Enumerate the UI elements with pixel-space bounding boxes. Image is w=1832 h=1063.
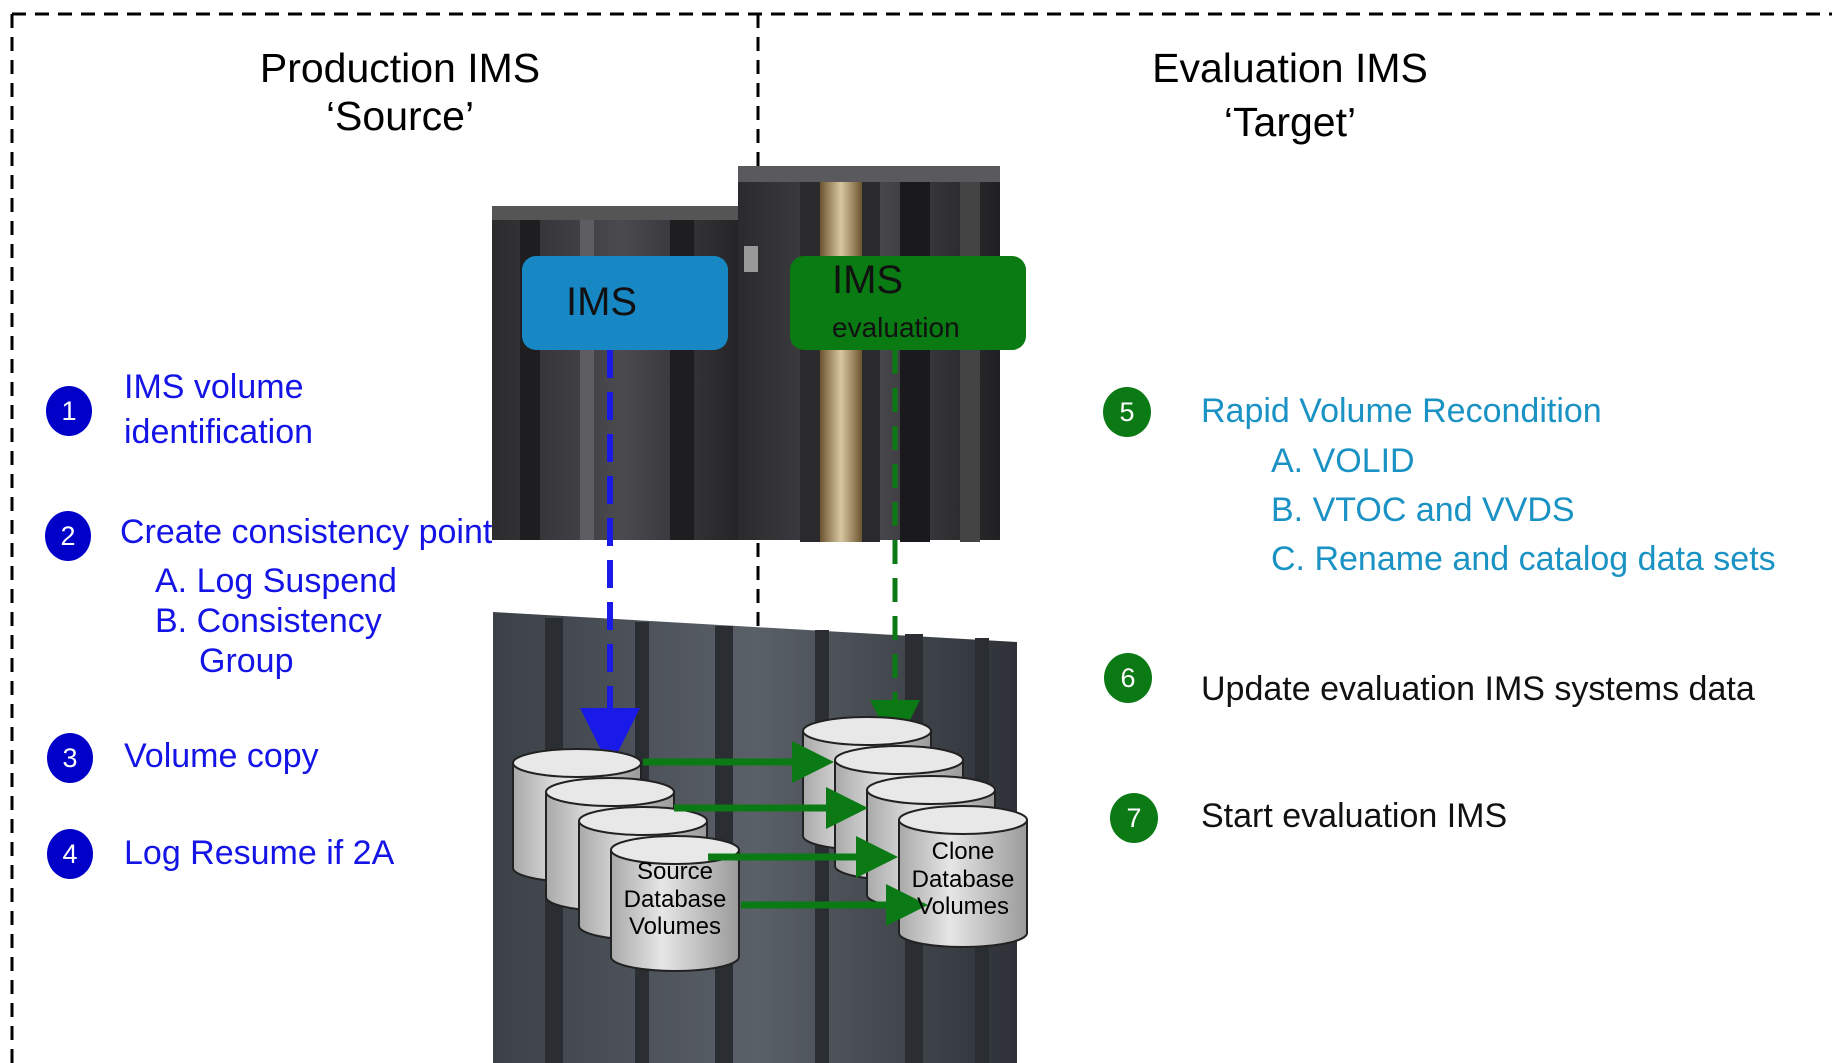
step-7-label: Start evaluation IMS — [1201, 797, 1508, 835]
step-6-badge: 6 — [1104, 653, 1152, 703]
source-heading: Production IMS ‘Source’ — [180, 45, 620, 141]
target-volumes-label: Clone Database Volumes — [911, 838, 1015, 921]
target-subtitle: ‘Target’ — [1223, 98, 1357, 145]
step-2-sub-b-cont: Group — [199, 642, 294, 680]
source-volume-cylinder — [610, 835, 740, 972]
step-2-badge: 2 — [45, 511, 91, 561]
source-title: Production IMS — [259, 45, 541, 91]
step-2-label: Create consistency point — [120, 513, 493, 551]
target-ims-sublabel: evaluation — [832, 312, 960, 343]
step-4-label: Log Resume if 2A — [124, 834, 395, 872]
step-3-badge: 3 — [47, 733, 93, 783]
step-5-sub-c: C. Rename and catalog data sets — [1271, 540, 1776, 578]
step-1-badge: 1 — [46, 386, 92, 436]
target-ims-box[interactable]: IMS evaluation — [790, 256, 1026, 350]
step-5-sub-b: B. VTOC and VVDS — [1271, 491, 1575, 529]
step-6-label: Update evaluation IMS systems data — [1201, 670, 1755, 708]
step-2-sub-b: B. Consistency — [155, 602, 382, 640]
target-title: Evaluation IMS — [1152, 45, 1428, 91]
step-1-label: IMS volume identification — [124, 368, 314, 451]
source-ims-label: IMS — [566, 280, 638, 324]
step-3-label: Volume copy — [124, 737, 319, 775]
step-7-badge: 7 — [1110, 793, 1158, 843]
source-subtitle: ‘Source’ — [325, 92, 475, 139]
step-2-sub-a: A. Log Suspend — [155, 562, 397, 600]
source-ims-box[interactable]: IMS — [522, 256, 728, 350]
step-4-badge: 4 — [47, 829, 93, 879]
target-heading: Evaluation IMS ‘Target’ — [1080, 45, 1500, 147]
step-5-sub-a: A. VOLID — [1271, 442, 1415, 480]
source-volumes-label: Source Database Volumes — [623, 858, 727, 941]
step-5-label: Rapid Volume Recondition — [1201, 392, 1602, 430]
target-ims-label: IMS — [832, 258, 904, 302]
target-volume-cylinder — [898, 805, 1028, 948]
step-5-badge: 5 — [1103, 387, 1151, 437]
